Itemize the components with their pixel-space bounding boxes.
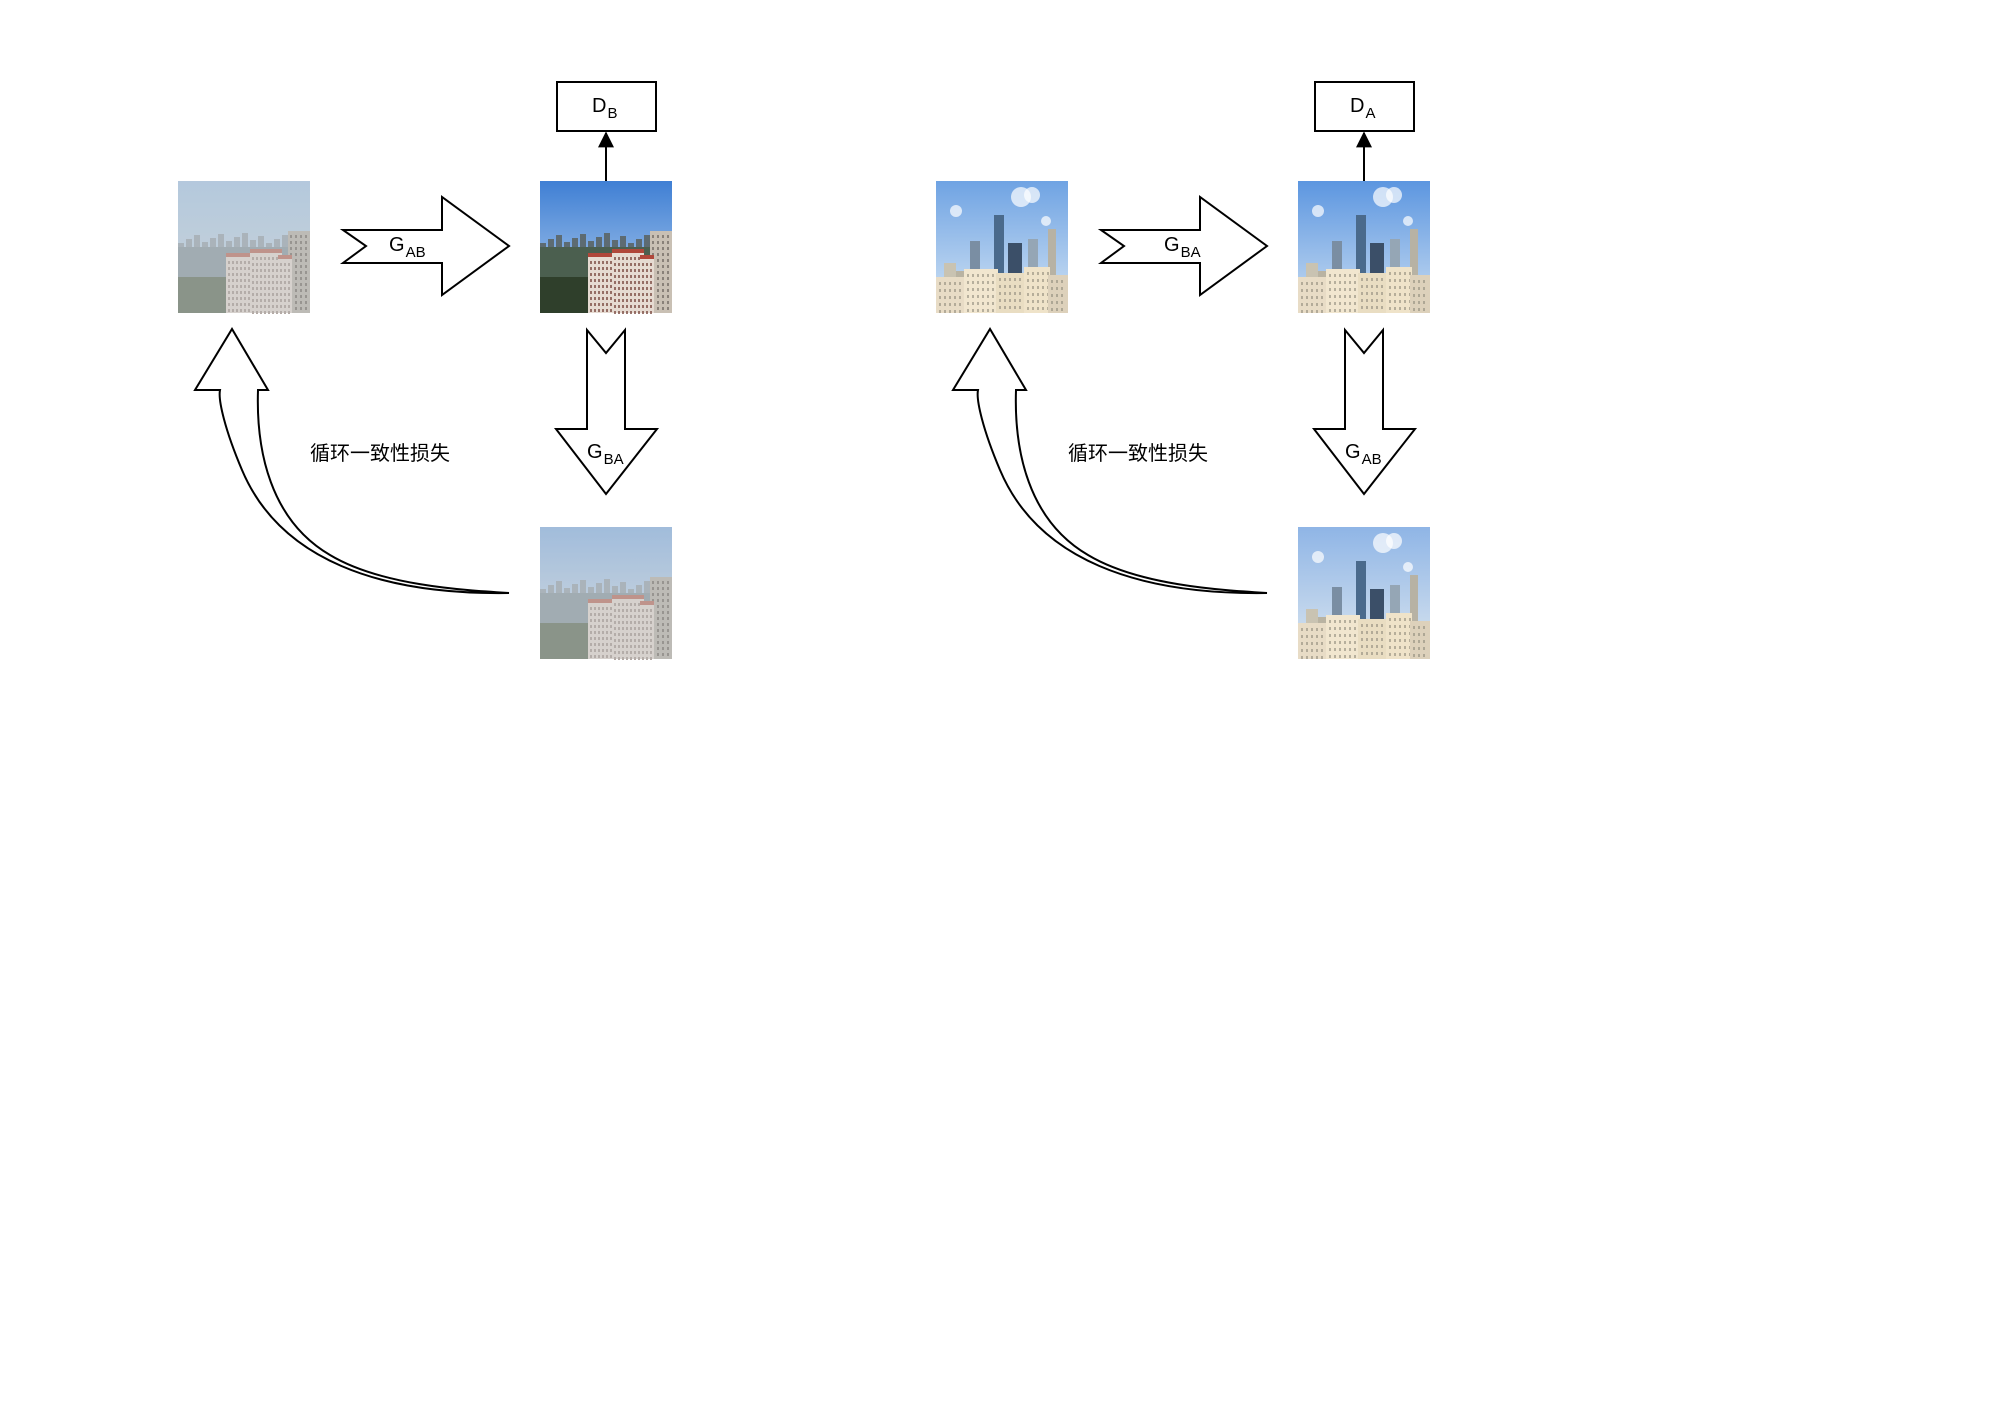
forward-generator-arrow: GBA [1097, 195, 1269, 297]
cycle-loss-arrow [193, 327, 510, 595]
panel-1: DB GAB GBA 循环一致性损失 [178, 81, 672, 660]
svg-text:DA: DA [1350, 95, 1375, 122]
backward-generator-arrow: GAB [1311, 327, 1418, 496]
translated-image [1298, 181, 1430, 313]
discriminator-box: DA [1314, 81, 1415, 132]
svg-text:GAB: GAB [389, 234, 426, 261]
cycle-loss-arrow [951, 327, 1268, 595]
reconstructed-image [1298, 527, 1430, 659]
backward-generator-arrow: GBA [553, 327, 660, 496]
svg-text:GBA: GBA [1164, 234, 1201, 261]
svg-text:DB: DB [592, 95, 617, 122]
svg-text:GBA: GBA [587, 441, 624, 468]
discriminator-box: DB [556, 81, 657, 132]
input-image [178, 181, 310, 314]
input-image [936, 181, 1068, 313]
translated-image [540, 181, 672, 314]
panel-2: DA GBA GAB 循环一致性损失 [936, 81, 1430, 659]
cycle-loss-label: 循环一致性损失 [310, 441, 450, 465]
forward-generator-arrow: GAB [339, 195, 511, 297]
cycle-loss-label: 循环一致性损失 [1068, 441, 1208, 465]
reconstructed-image [540, 527, 672, 660]
svg-text:GAB: GAB [1345, 441, 1382, 468]
